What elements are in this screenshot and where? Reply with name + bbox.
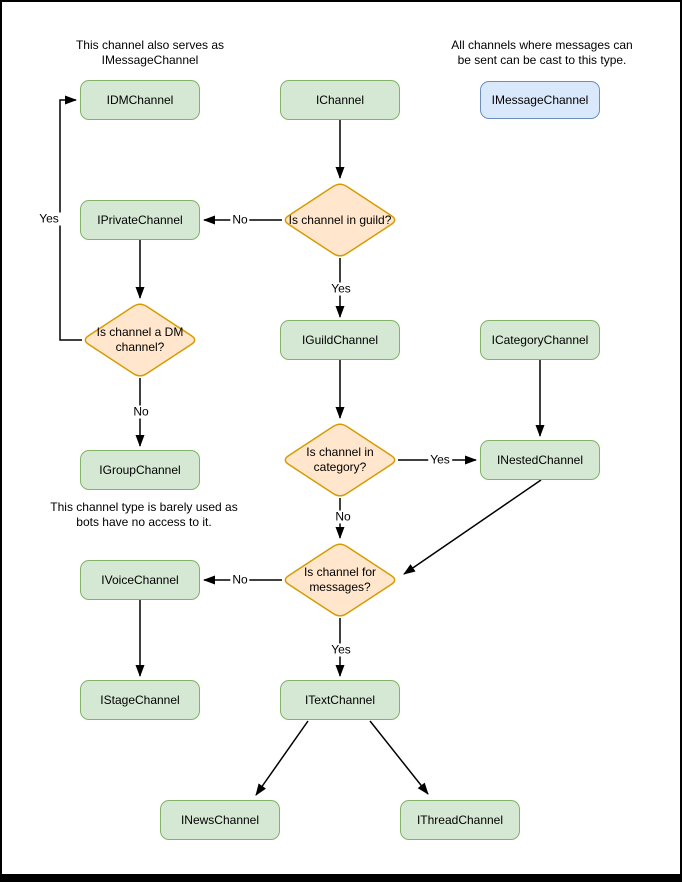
decision-messages-label: Is channel for messages? bbox=[303, 565, 377, 594]
decision-dm-label: Is channel a DM channel? bbox=[96, 325, 184, 354]
edge-dm-decision-yes-to-idmchannel bbox=[59, 95, 82, 341]
note-group-barely-used: This channel type is barely used as bots… bbox=[50, 500, 238, 529]
node-idmchannel: IDMChannel bbox=[80, 80, 200, 120]
decision-guild-label: Is channel in guild? bbox=[288, 212, 392, 227]
node-itextchannel: ITextChannel bbox=[280, 680, 400, 720]
edge-label-yes-guild-guildch: Yes bbox=[329, 281, 353, 296]
edge-label-yes-dm-idm: Yes bbox=[37, 211, 61, 226]
node-iguildchannel: IGuildChannel bbox=[280, 320, 400, 360]
node-igroupchannel: IGroupChannel bbox=[80, 450, 200, 490]
node-ivoicechannel: IVoiceChannel bbox=[80, 560, 200, 600]
node-ithreadchannel: IThreadChannel bbox=[400, 800, 520, 840]
node-ichannel: IChannel bbox=[280, 80, 400, 120]
edge-label-no-messages-voice: No bbox=[230, 572, 250, 587]
node-inewschannel: INewsChannel bbox=[160, 800, 280, 840]
decision-category-label: Is channel in category? bbox=[306, 445, 374, 474]
edge-label-yes-category-nested: Yes bbox=[428, 452, 452, 467]
node-iprivatechannel: IPrivateChannel bbox=[80, 200, 200, 240]
node-icategorychannel: ICategoryChannel bbox=[480, 320, 600, 360]
node-istagechannel: IStageChannel bbox=[80, 680, 200, 720]
edge-label-no-guild-private: No bbox=[230, 212, 250, 227]
edge-text-to-thread bbox=[369, 720, 429, 795]
edge-nested-to-messages-decision bbox=[403, 479, 542, 575]
node-imessagechannel: IMessageChannel bbox=[480, 81, 600, 119]
edge-label-no-category-messages: No bbox=[333, 509, 353, 524]
edge-label-yes-messages-text: Yes bbox=[329, 642, 353, 657]
edge-text-to-news bbox=[255, 720, 309, 796]
node-inestedchannel: INestedChannel bbox=[480, 440, 600, 480]
note-dm-serves-imessage: This channel also serves as IMessageChan… bbox=[75, 38, 225, 67]
edge-label-no-dm-group: No bbox=[131, 404, 151, 419]
note-imessage-cast: All channels where messages can be sent … bbox=[451, 38, 633, 67]
